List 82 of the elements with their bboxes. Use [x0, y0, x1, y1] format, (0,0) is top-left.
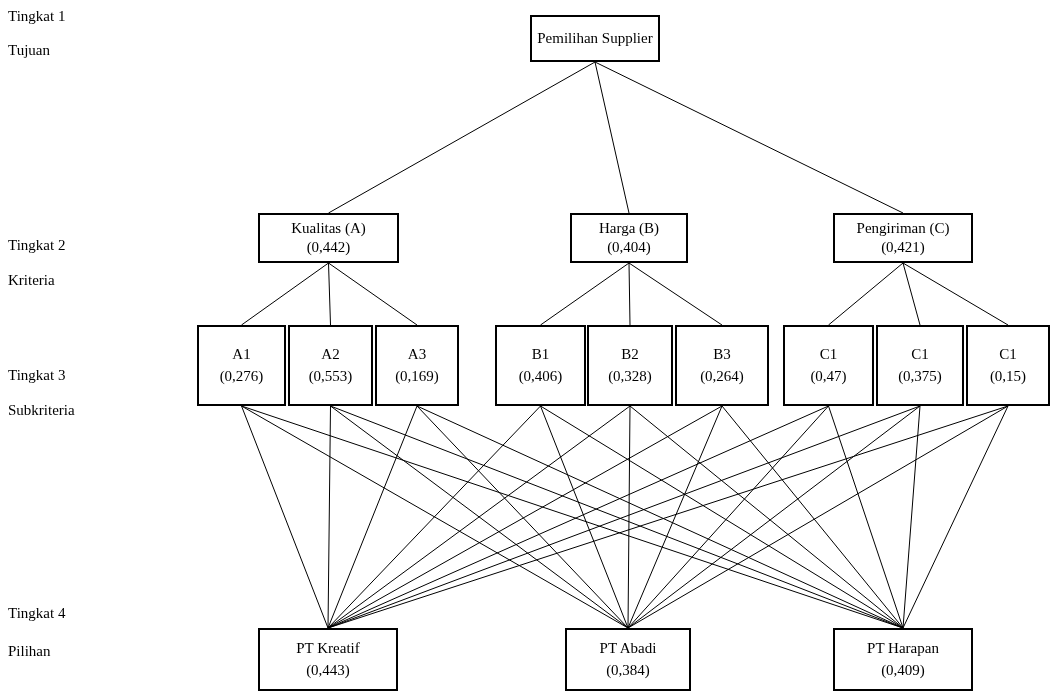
- hierarchy-box: [197, 325, 286, 406]
- connector-line: [628, 262, 631, 326]
- weight-value: (0,406): [518, 367, 563, 385]
- box-title: PT Kreatif: [296, 640, 360, 658]
- connector-line: [627, 405, 1009, 629]
- hierarchy-box: [495, 325, 586, 406]
- box-title: A1: [232, 346, 251, 364]
- connector-line: [416, 405, 629, 629]
- weight-value: (0,404): [607, 239, 651, 257]
- connector-line: [902, 262, 921, 326]
- weight-value: (0,553): [308, 367, 353, 385]
- weight-value: (0,421): [881, 239, 925, 257]
- weight-value: (0,276): [219, 367, 264, 385]
- box-title: B1: [531, 346, 550, 364]
- level-label: Tingkat 2: [8, 237, 66, 254]
- weight-value: (0,409): [881, 661, 925, 679]
- level-label: Tujuan: [8, 42, 50, 59]
- box-title: C1: [999, 346, 1017, 364]
- level-label: Subkriteria: [8, 402, 75, 419]
- connector-line: [327, 405, 418, 629]
- box-title: Pengiriman (C): [856, 219, 950, 237]
- connector-line: [327, 405, 723, 629]
- box-title: A2: [321, 346, 340, 364]
- box-title: PT Harapan: [867, 640, 939, 658]
- level-label: Tingkat 4: [8, 605, 66, 622]
- hierarchy-box: [288, 325, 373, 406]
- hierarchy-box: [570, 213, 688, 263]
- connector-line: [902, 405, 921, 629]
- level-label: Tingkat 1: [8, 8, 66, 25]
- weight-value: (0,384): [606, 661, 650, 679]
- connector-line: [328, 262, 331, 326]
- box-title: B3: [713, 346, 731, 364]
- connector-line: [328, 61, 596, 214]
- connector-line: [594, 61, 630, 214]
- weight-value: (0,15): [989, 367, 1027, 385]
- level-label: Tingkat 3: [8, 367, 66, 384]
- connector-line: [627, 405, 829, 629]
- weight-value: (0,442): [306, 239, 351, 257]
- weight-value: (0,375): [898, 367, 942, 385]
- connector-line: [540, 405, 629, 629]
- hierarchy-box: [375, 325, 459, 406]
- connector-line: [328, 262, 418, 326]
- connector-line: [902, 405, 1009, 629]
- weight-value: (0,169): [395, 367, 439, 385]
- hierarchy-box: [783, 325, 874, 406]
- hierarchy-box: [565, 628, 691, 691]
- connector-line: [327, 405, 331, 629]
- box-title: Kualitas (A): [291, 219, 366, 237]
- connector-line: [241, 262, 329, 326]
- hierarchy-box: [876, 325, 964, 406]
- hierarchy-box: [833, 213, 973, 263]
- hierarchy-box: [966, 325, 1050, 406]
- connector-line: [828, 405, 904, 629]
- box-title: C1: [911, 346, 929, 364]
- box-title: B2: [621, 346, 639, 364]
- weight-value: (0,264): [700, 367, 744, 385]
- box-title: A3: [407, 346, 427, 364]
- connector-line: [627, 405, 631, 629]
- hierarchy-box: [675, 325, 769, 406]
- weight-value: (0,47): [810, 367, 847, 385]
- box-title: Harga (B): [598, 219, 660, 237]
- hierarchy-box: [587, 325, 673, 406]
- connector-line: [828, 262, 904, 326]
- hierarchy-box: [833, 628, 973, 691]
- hierarchy-box: [258, 628, 398, 691]
- connector-line: [594, 61, 904, 214]
- box-title: C1: [819, 346, 838, 364]
- hierarchy-box: [258, 213, 399, 263]
- hierarchy-box: [530, 15, 660, 62]
- connector-line: [627, 405, 723, 629]
- connector-line: [721, 405, 904, 629]
- connector-line: [628, 262, 723, 326]
- level-label: Kriteria: [8, 272, 55, 289]
- connector-line: [540, 262, 630, 326]
- level-label: Pilihan: [8, 643, 51, 660]
- connector-line: [902, 262, 1009, 326]
- box-title: PT Abadi: [599, 640, 657, 658]
- connector-line: [241, 405, 329, 629]
- weight-value: (0,328): [608, 367, 652, 385]
- box-title: Pemilihan Supplier: [537, 29, 653, 48]
- connector-line: [327, 405, 541, 629]
- weight-value: (0,443): [306, 661, 350, 679]
